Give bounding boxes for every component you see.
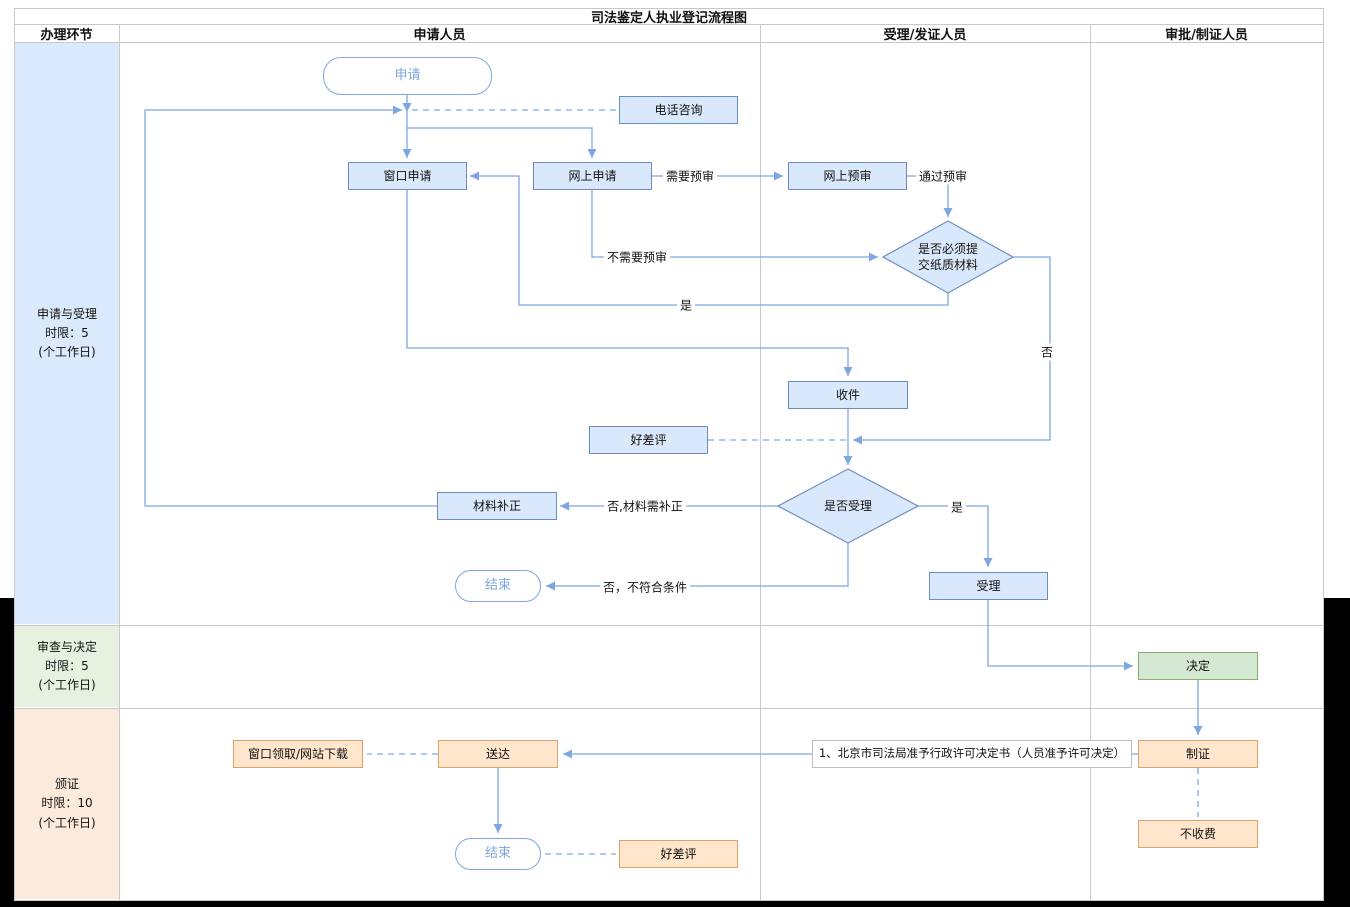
node-deliver: 送达	[438, 740, 558, 768]
grid-col-3	[1090, 24, 1091, 901]
grid-col-1	[119, 24, 120, 901]
grid-row-lane2	[14, 708, 1324, 709]
node-receive: 收件	[788, 381, 908, 409]
node-accept: 受理	[929, 572, 1048, 600]
decision-accept-check-label: 是否受理	[823, 498, 873, 513]
node-material-fix: 材料补正	[437, 492, 557, 520]
node-online-preview: 网上预审	[788, 162, 907, 190]
node-end-bottom: 结束	[455, 838, 541, 870]
grid-border-left	[14, 8, 15, 901]
edge-label-no-fix: 否,材料需补正	[604, 497, 686, 515]
grid-border-top	[14, 8, 1324, 9]
edge-label-need-preview: 需要预审	[662, 167, 718, 185]
column-header-applicant: 申请人员	[413, 27, 466, 43]
edge-label-yes-paper: 是	[676, 296, 696, 314]
node-phone-consult: 电话咨询	[619, 96, 738, 124]
edge-label-pass-preview: 通过预审	[915, 167, 971, 185]
connector-junction-online	[407, 127, 597, 158]
connector-window-receive	[406, 190, 853, 376]
connector-accept-decide	[987, 600, 1133, 671]
node-decide: 决定	[1138, 652, 1258, 680]
lane-label-review-decide: 审查与决定 时限：5 (个工作日)	[15, 626, 119, 707]
node-apply: 申请	[323, 57, 492, 95]
page-title: 司法鉴定人执业登记流程图	[590, 10, 747, 26]
node-review-bottom: 好差评	[619, 840, 738, 868]
decision-need-paper-label: 是否必须提 交纸质材料	[917, 241, 979, 272]
grid-row-header	[14, 42, 1324, 43]
connector-fix-feedback	[144, 105, 437, 507]
node-make-cert: 制证	[1138, 740, 1258, 768]
edge-label-no-need-preview: 不需要预审	[603, 248, 671, 266]
node-pickup: 窗口领取/网站下载	[233, 740, 363, 768]
edge-label-yes-accept: 是	[947, 498, 967, 516]
node-online-apply: 网上申请	[533, 162, 652, 190]
connector-acceptcheck-accept	[918, 505, 993, 567]
edge-label-no-reject: 否，不符合条件	[599, 578, 691, 596]
edge-label-no-paper: 否	[1037, 343, 1057, 361]
connector-online-diamond	[591, 190, 878, 262]
grid-col-2	[760, 24, 761, 901]
node-decision-letter: 1、北京市司法局准予行政许可决定书（人员准予许可决定）	[812, 740, 1132, 768]
decision-need-paper-shape	[881, 220, 1015, 294]
grid-border-bottom	[14, 900, 1324, 901]
node-window-apply: 窗口申请	[348, 162, 467, 190]
node-end-top: 结束	[455, 570, 541, 602]
column-header-stage: 办理环节	[40, 27, 93, 43]
column-header-approver: 审批/制证人员	[1165, 27, 1248, 43]
grid-row-title	[14, 24, 1324, 25]
connector-acceptcheck-end	[546, 543, 849, 591]
node-no-fee: 不收费	[1138, 820, 1258, 848]
node-review-top: 好差评	[589, 426, 708, 454]
connector-diamond-yes-window	[470, 171, 949, 306]
lane-label-issue-cert: 颁证 时限：10 (个工作日)	[15, 709, 119, 899]
grid-row-lane1	[14, 625, 1324, 626]
lane-label-apply-accept: 申请与受理 时限：5 (个工作日)	[15, 43, 119, 624]
decision-accept-check-shape	[776, 468, 920, 544]
column-header-acceptor: 受理/发证人员	[883, 27, 967, 43]
grid-border-right	[1323, 8, 1324, 901]
